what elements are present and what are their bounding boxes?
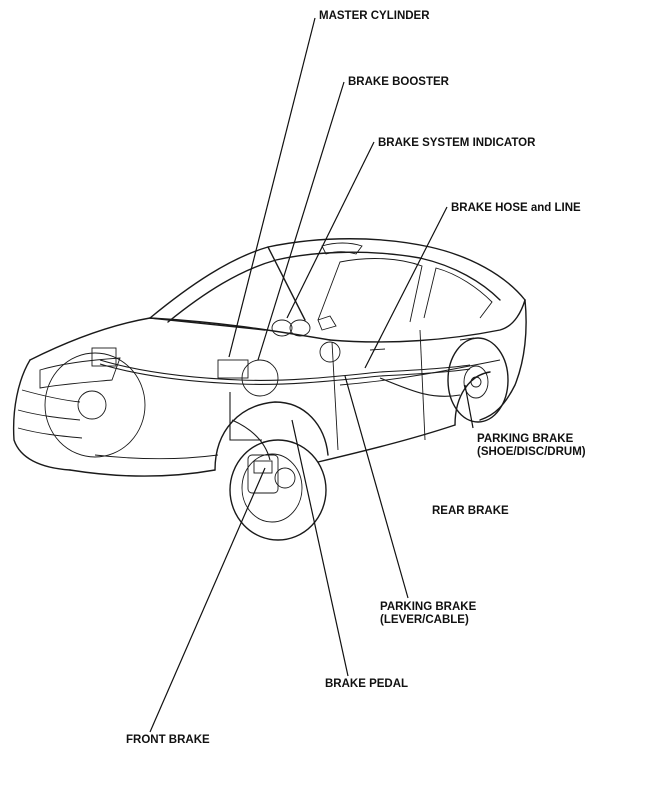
leader-front-brake [149, 467, 266, 733]
label-brake-pedal: BRAKE PEDAL [325, 678, 408, 690]
leader-brake-booster [257, 81, 345, 361]
leader-brake-pedal [291, 419, 349, 677]
leader-lines [149, 17, 474, 733]
label-front-brake: FRONT BRAKE [126, 734, 210, 746]
label-parking-brake-rear-1: PARKING BRAKE [477, 433, 574, 445]
labels: MASTER CYLINDER BRAKE BOOSTER BRAKE SYST… [126, 10, 586, 746]
leader-parking-brake-lever [344, 375, 409, 599]
label-parking-brake-lever-1: PARKING BRAKE [380, 601, 477, 613]
leader-parking-brake-rear [464, 384, 474, 429]
leader-brake-system-indicator [286, 141, 375, 319]
car-illustration [12, 238, 527, 541]
label-brake-booster: BRAKE BOOSTER [348, 76, 450, 88]
label-master-cylinder: MASTER CYLINDER [319, 10, 430, 22]
label-parking-brake-lever-2: (LEVER/CABLE) [380, 614, 469, 626]
label-brake-hose-line: BRAKE HOSE and LINE [451, 202, 581, 214]
leader-brake-hose-line [364, 206, 448, 369]
label-parking-brake-rear-2: (SHOE/DISC/DRUM) [477, 446, 586, 458]
leader-master-cylinder [228, 17, 316, 358]
label-brake-system-indicator: BRAKE SYSTEM INDICATOR [378, 137, 536, 149]
label-rear-brake: REAR BRAKE [432, 505, 509, 517]
